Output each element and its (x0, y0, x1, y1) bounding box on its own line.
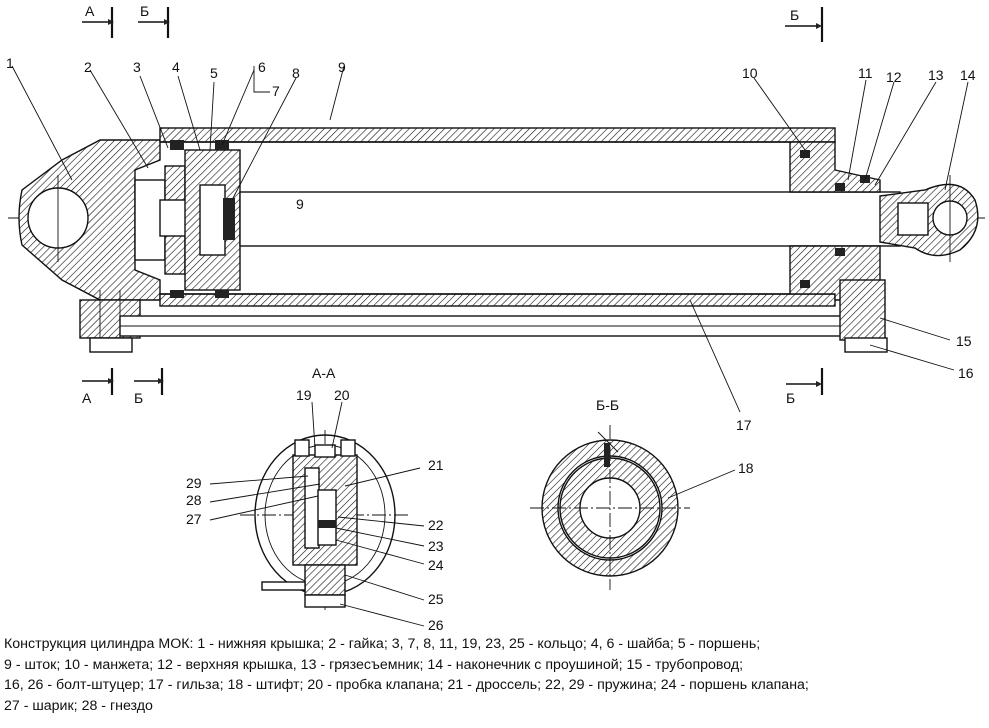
callout-14: 14 (960, 67, 976, 83)
callout-labels-main: 1 2 3 4 5 6 7 8 9 9 10 11 12 13 14 15 16… (6, 55, 976, 433)
callout-20: 20 (334, 387, 350, 403)
callout-10: 10 (742, 65, 758, 81)
marker-b-bottom-left: Б (134, 390, 143, 406)
callout-9: 9 (338, 59, 346, 75)
callout-28: 28 (186, 492, 202, 508)
callout-15: 15 (956, 333, 972, 349)
barrel-top-wall (159, 127, 836, 143)
callout-6: 6 (258, 59, 266, 75)
callout-8: 8 (292, 65, 300, 81)
callout-29: 29 (186, 475, 202, 491)
callout-3: 3 (133, 59, 141, 75)
figure-caption: Конструкция цилиндра МОК: 1 - нижняя кры… (4, 636, 809, 714)
callout-7: 7 (272, 83, 280, 99)
hydraulic-cylinder-drawing: А Б Б А Б Б (6, 3, 985, 632)
callout-17: 17 (736, 417, 752, 433)
marker-b-bottom-right: Б (786, 390, 795, 406)
bottom-cover (18, 139, 161, 301)
callout-12: 12 (886, 69, 902, 85)
callout-2: 2 (84, 59, 92, 75)
section-markers: А Б Б А Б Б (82, 3, 824, 406)
callout-13: 13 (928, 67, 944, 83)
callout-1: 1 (6, 55, 14, 71)
callout-23: 23 (428, 538, 444, 554)
callout-11: 11 (858, 65, 873, 81)
callout-21: 21 (428, 457, 444, 473)
callout-22: 22 (428, 517, 444, 533)
leader-lines (11, 65, 969, 413)
view-title-a-a: А-А (312, 365, 336, 381)
marker-b-top-right: Б (790, 7, 799, 23)
callout-25: 25 (428, 591, 444, 607)
section-a-a: А-А 19 20 21 29 28 (186, 365, 444, 632)
view-title-b-b: Б-Б (596, 397, 619, 413)
section-b-b: Б-Б 18 (530, 397, 754, 590)
rod (239, 191, 901, 247)
marker-a-bottom: А (82, 390, 92, 406)
cylinder-assembly (8, 127, 985, 353)
callout-18: 18 (738, 460, 754, 476)
callout-4: 4 (172, 59, 180, 75)
callout-24: 24 (428, 557, 444, 573)
callout-9-inner: 9 (296, 196, 304, 212)
marker-a-top: А (85, 3, 95, 19)
callout-26: 26 (428, 617, 444, 632)
callout-27: 27 (186, 511, 202, 527)
callout-19: 19 (296, 387, 312, 403)
barrel-bottom-wall (159, 293, 836, 307)
callout-5: 5 (210, 65, 218, 81)
upper-cover (789, 141, 881, 193)
callout-16: 16 (958, 365, 974, 381)
marker-b-top-left: Б (140, 3, 149, 19)
